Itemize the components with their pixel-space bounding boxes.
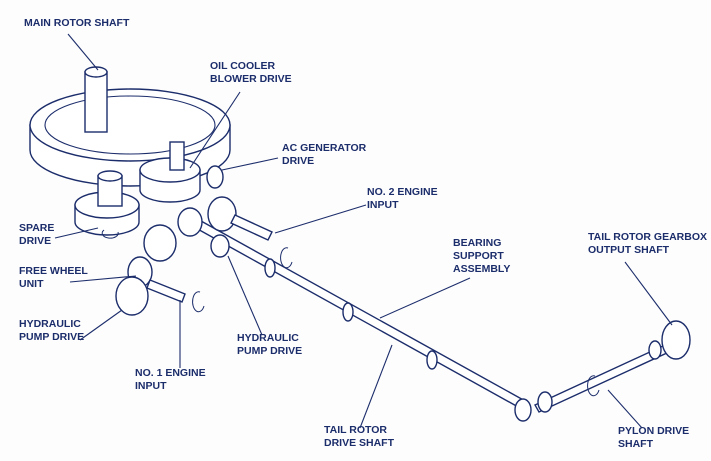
label-line: OIL COOLER — [210, 60, 276, 72]
label-no2-engine-input: NO. 2 ENGINE INPUT — [367, 186, 438, 211]
label-line: SUPPORT — [453, 250, 504, 262]
label-line: FREE WHEEL — [19, 265, 88, 277]
label-oil-cooler-blower-drive: OIL COOLER BLOWER DRIVE — [210, 60, 292, 85]
label-line: AC GENERATOR — [282, 142, 367, 154]
label-line: NO. 2 ENGINE — [367, 186, 438, 198]
label-free-wheel-unit: FREE WHEEL UNIT — [19, 265, 88, 290]
label-tail-rotor-gearbox-output-shaft: TAIL ROTOR GEARBOX OUTPUT SHAFT — [588, 231, 707, 256]
main-gearbox — [29, 66, 273, 316]
label-line: TAIL ROTOR GEARBOX — [588, 231, 707, 243]
leader-lines — [54, 33, 673, 429]
label-hydraulic-pump-drive-1: HYDRAULIC PUMP DRIVE — [19, 318, 84, 343]
label-ac-generator-drive: AC GENERATOR DRIVE — [282, 142, 367, 167]
label-line: SHAFT — [618, 438, 654, 450]
label-line: TAIL ROTOR — [324, 424, 387, 436]
label-line: PYLON DRIVE — [618, 425, 689, 437]
label-spare-drive: SPARE DRIVE — [19, 222, 54, 247]
label-hydraulic-pump-drive-2: HYDRAULIC PUMP DRIVE — [237, 332, 302, 357]
label-pylon-drive-shaft: PYLON DRIVE SHAFT — [618, 425, 689, 450]
label-line: DRIVE — [19, 235, 51, 247]
label-line: PUMP DRIVE — [237, 345, 302, 357]
tail-rotor-drive-shaft — [183, 215, 691, 422]
label-line: OUTPUT SHAFT — [588, 244, 670, 256]
label-line: INPUT — [367, 199, 399, 211]
label-tail-rotor-drive-shaft: TAIL ROTOR DRIVE SHAFT — [324, 424, 395, 449]
rotation-arrows — [101, 229, 600, 397]
label-line: NO. 1 ENGINE — [135, 367, 206, 379]
label-line: BEARING — [453, 237, 501, 249]
label-main-rotor-shaft: MAIN ROTOR SHAFT — [24, 17, 130, 29]
label-line: DRIVE — [282, 155, 314, 167]
label-line: SPARE — [19, 222, 54, 234]
label-line: UNIT — [19, 278, 44, 290]
label-no1-engine-input: NO. 1 ENGINE INPUT — [135, 367, 206, 392]
label-line: BLOWER DRIVE — [210, 73, 292, 85]
label-line: PUMP DRIVE — [19, 331, 84, 343]
label-line: INPUT — [135, 380, 167, 392]
label-line: HYDRAULIC — [237, 332, 299, 344]
label-line: ASSEMBLY — [453, 263, 510, 275]
label-line: DRIVE SHAFT — [324, 437, 395, 449]
label-line: HYDRAULIC — [19, 318, 81, 330]
label-bearing-support-assembly: BEARING SUPPORT ASSEMBLY — [453, 237, 510, 275]
